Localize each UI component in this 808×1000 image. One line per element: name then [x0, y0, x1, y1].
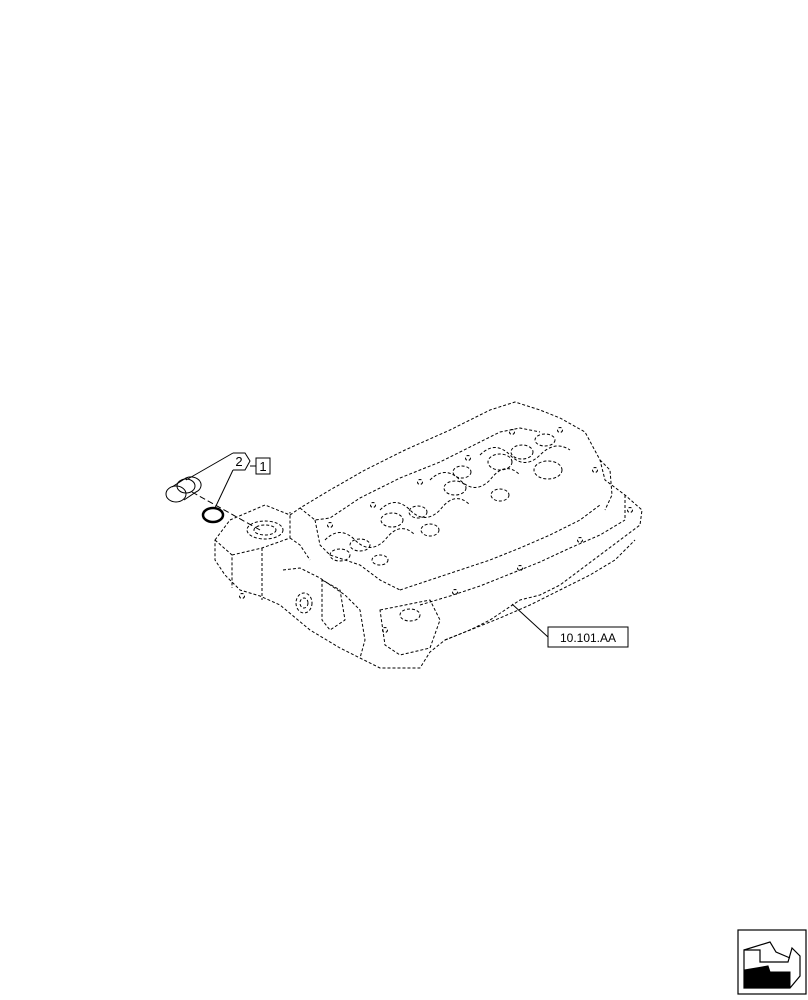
reference-label: 10.101.AA	[560, 631, 616, 645]
assembly-line	[191, 491, 261, 531]
callout-2-label: 2	[235, 454, 242, 469]
reference-callout: 10.101.AA	[511, 603, 629, 648]
plug-part-icon	[165, 476, 202, 503]
reference-link-box[interactable]	[547, 626, 629, 648]
callout-1-label: 1	[259, 459, 266, 474]
valve-ports	[239, 427, 633, 633]
callout-group: 2 1	[185, 452, 271, 509]
next-page-arrow-icon[interactable]	[737, 929, 807, 995]
o-ring-part-icon	[201, 506, 225, 524]
callout-1-box[interactable]	[255, 457, 271, 475]
